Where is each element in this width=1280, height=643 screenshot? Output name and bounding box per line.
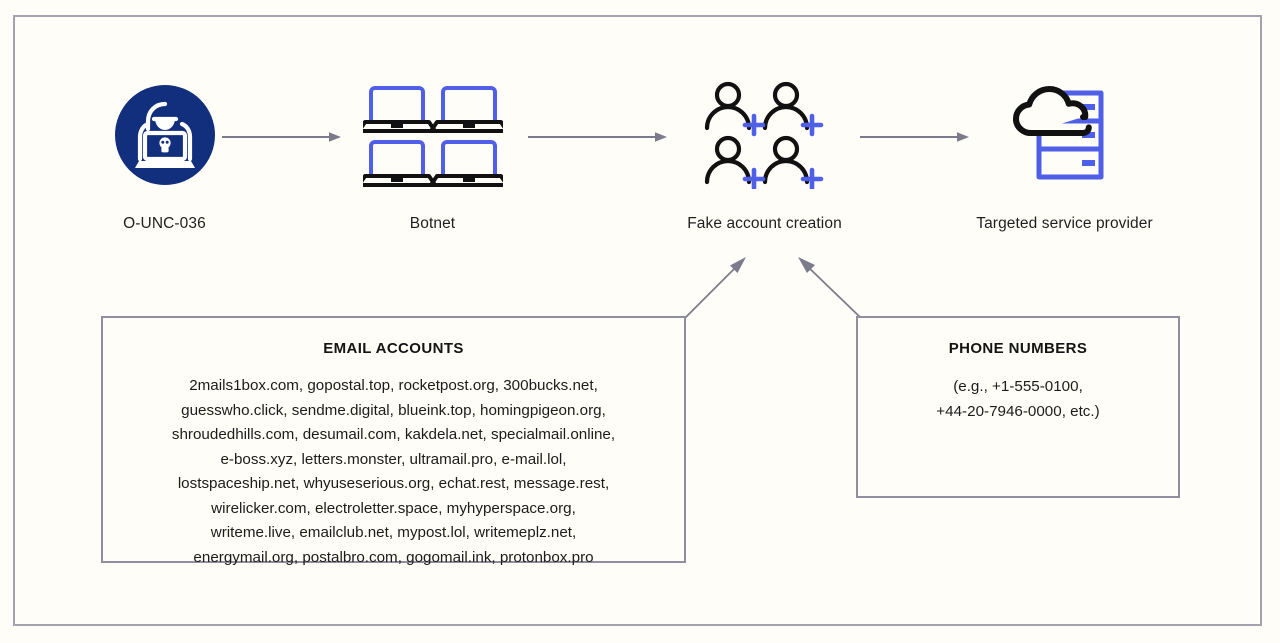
- node-targeted-service-provider: Targeted service provider: [962, 75, 1167, 234]
- laptops-grid-icon: [362, 86, 503, 187]
- node-botnet-label: Botnet: [409, 215, 456, 232]
- email-accounts-box: EMAIL ACCOUNTS 2mails1box.com, gopostal.…: [101, 316, 686, 566]
- hacker-circle-icon-wrap: [62, 75, 267, 195]
- cloud-server-icon-wrap: [962, 75, 1167, 195]
- email-accounts-list: 2mails1box.com, gopostal.top, rocketpost…: [171, 377, 616, 566]
- add-users-icon-wrap: [672, 75, 857, 195]
- phone-numbers-title: PHONE NUMBERS: [948, 340, 1088, 357]
- phone-numbers-box: PHONE NUMBERS (e.g., +1-555-0100, +44-20…: [856, 316, 1180, 498]
- node-threat-actor: O-UNC-036: [62, 75, 267, 234]
- laptops-grid-icon-wrap: [340, 75, 525, 195]
- node-fake-account-creation: Fake account creation: [672, 75, 857, 234]
- arrow-actor-to-botnet: [222, 130, 342, 142]
- phone-numbers-examples: (e.g., +1-555-0100, +44-20-7946-0000, et…: [936, 378, 1100, 420]
- node-targeted-service-provider-label: Targeted service provider: [976, 215, 1153, 232]
- node-fake-account-creation-label: Fake account creation: [687, 215, 842, 232]
- add-users-icon: [704, 81, 823, 189]
- hacker-circle-icon: [114, 85, 215, 185]
- arrow-email-box-to-fake-account: [680, 256, 750, 322]
- arrow-phone-box-to-fake-account: [786, 256, 866, 322]
- node-botnet: Botnet: [340, 75, 525, 234]
- node-threat-actor-label: O-UNC-036: [123, 215, 206, 232]
- arrow-botnet-to-fake-account: [528, 130, 668, 142]
- arrow-fake-account-to-target: [860, 130, 970, 142]
- cloud-server-icon: [1012, 86, 1103, 180]
- email-accounts-title: EMAIL ACCOUNTS: [323, 340, 464, 357]
